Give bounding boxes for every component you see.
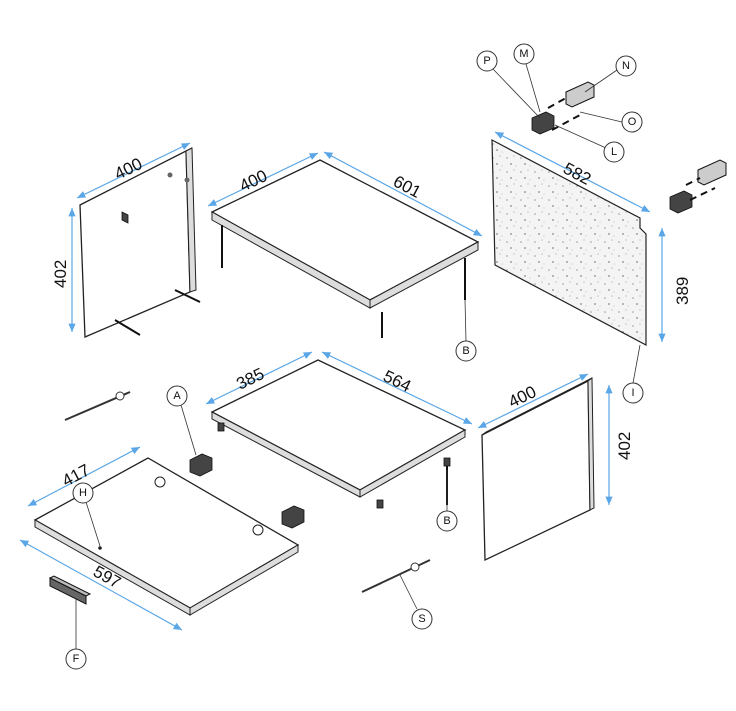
rod-left [64, 391, 131, 421]
svg-text:L: L [611, 146, 617, 158]
svg-text:H: H [79, 487, 87, 499]
callout-h: H [72, 482, 94, 504]
svg-text:M: M [519, 48, 528, 60]
svg-text:402: 402 [615, 432, 634, 460]
callout-l: L [603, 141, 625, 163]
callout-f: F [65, 648, 87, 670]
svg-text:389: 389 [673, 277, 692, 305]
callout-m: M [513, 43, 535, 65]
svg-text:601: 601 [390, 172, 424, 202]
callout-i: I [622, 382, 644, 404]
svg-text:B: B [462, 345, 469, 357]
callout-leaders [75, 63, 641, 649]
svg-text:O: O [628, 116, 637, 128]
right-side-panel [481, 377, 595, 562]
svg-text:F: F [73, 653, 80, 665]
svg-text:402: 402 [51, 260, 70, 288]
adjustable-feet [189, 453, 305, 529]
callout-a: A [166, 385, 188, 407]
callout-p: P [476, 50, 498, 72]
handle-part [48, 575, 92, 605]
rod-bottom [361, 559, 431, 593]
svg-text:P: P [483, 55, 490, 67]
left-side-panel [79, 147, 201, 338]
svg-text:B: B [443, 515, 450, 527]
callout-n: N [615, 55, 637, 77]
dimension-right-side-height: 402 [605, 385, 634, 505]
callout-o: O [621, 111, 643, 133]
svg-text:S: S [418, 613, 425, 625]
hanging-bracket-assembly [531, 81, 727, 214]
dimension-left-side-height: 402 [51, 208, 76, 332]
callout-b-top: B [455, 340, 477, 362]
svg-text:I: I [631, 387, 634, 399]
callout-b-shelf: B [436, 510, 458, 532]
dimension-back-height: 389 [658, 228, 692, 342]
svg-text:N: N [622, 60, 630, 72]
svg-text:A: A [173, 390, 181, 402]
callout-s: S [411, 608, 433, 630]
